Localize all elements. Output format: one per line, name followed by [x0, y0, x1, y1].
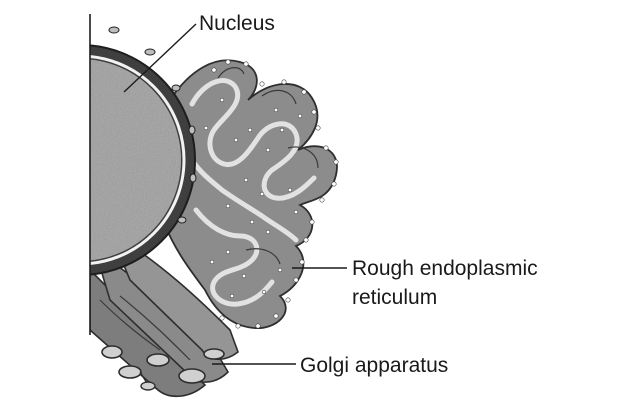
rough-endoplasmic-reticulum: [153, 59, 339, 329]
nucleus-label: Nucleus: [199, 12, 275, 35]
golgi-apparatus: [90, 230, 239, 398]
ribosomes: [203, 59, 339, 329]
rough-er-label-line2: reticulum: [352, 286, 437, 309]
golgi-label: Golgi apparatus: [300, 354, 448, 377]
label-nucleus: Nucleus: [123, 12, 275, 93]
label-golgi: Golgi apparatus: [212, 354, 448, 377]
label-rough-er: Rough endoplasmic reticulum: [292, 257, 538, 309]
rough-er-label-line1: Rough endoplasmic: [352, 257, 538, 280]
nucleus: [90, 59, 181, 261]
